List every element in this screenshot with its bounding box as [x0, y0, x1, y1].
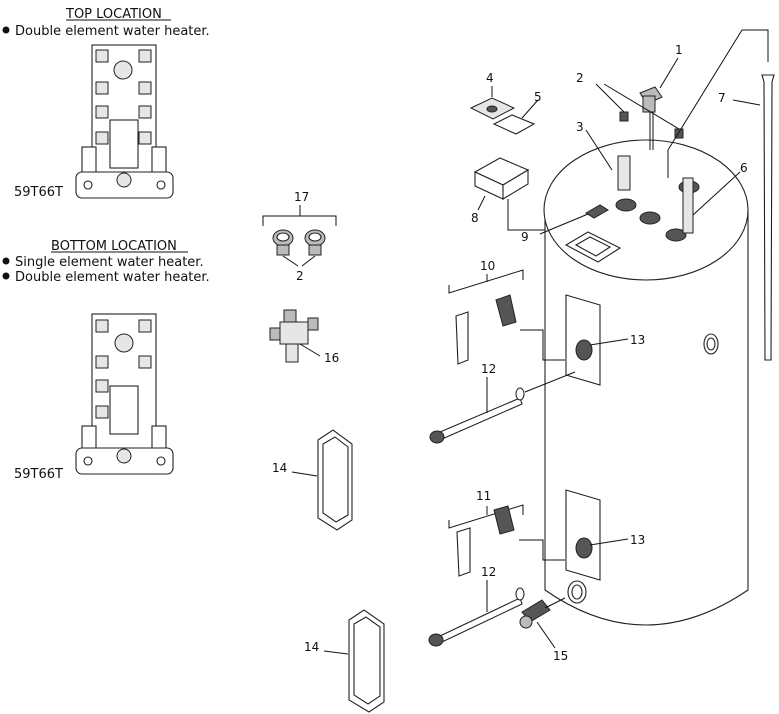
bottom-thermostat-model: 59T66T [14, 467, 63, 482]
callout-7: 7 [718, 91, 726, 105]
part-15-drain-valve: 15 [519, 597, 568, 663]
callout-10: 10 [480, 259, 495, 273]
callout-15: 15 [553, 649, 568, 663]
bullet-icon [2, 257, 10, 265]
part-10-upper-thermostat-assembly: 10 [448, 259, 565, 365]
callout-8: 8 [471, 211, 479, 225]
bottom-location-heading: BOTTOM LOCATION [51, 239, 177, 254]
callout-2-top: 2 [576, 71, 584, 85]
part-14-upper-access-cover: 14 [272, 429, 353, 531]
part-17-heat-traps: 17 2 [262, 190, 337, 283]
part-7-anode-rod: 7 [667, 29, 775, 361]
callout-5: 5 [534, 90, 542, 104]
top-location-legend: TOP LOCATION Double element water heater… [2, 7, 210, 200]
callout-12-upper: 12 [481, 362, 496, 376]
part-2-heat-trap-nipples: 2 [576, 71, 684, 139]
callout-1: 1 [675, 43, 683, 57]
bottom-location-legend: BOTTOM LOCATION Single element water hea… [2, 239, 210, 482]
part-16-tp-fitting: 16 [269, 309, 339, 365]
bottom-location-bullet-2: Double element water heater. [15, 270, 210, 285]
callout-17-2: 2 [296, 269, 304, 283]
part-5-cover-plate: 5 [492, 90, 542, 135]
top-thermostat-model: 59T66T [14, 185, 63, 200]
callout-16: 16 [324, 351, 339, 365]
callout-6: 6 [740, 161, 748, 175]
part-8-junction-box: 8 [471, 157, 545, 231]
top-location-bullet: Double element water heater. [15, 24, 210, 39]
top-location-heading: TOP LOCATION [65, 7, 162, 22]
part-1-valve: 1 [639, 43, 683, 150]
callout-14-upper: 14 [272, 461, 287, 475]
part-14-lower-access-cover: 14 [304, 609, 385, 713]
part-6-pipe: 6 [682, 161, 748, 234]
callout-11: 11 [476, 489, 491, 503]
part-11-lower-thermostat-assembly: 11 [448, 489, 565, 577]
callout-14-lower: 14 [304, 640, 319, 654]
callout-17: 17 [294, 190, 309, 204]
callout-4: 4 [486, 71, 494, 85]
part-3-dip-tube: 3 [576, 120, 631, 191]
part-12-upper-heating-element: 12 [429, 362, 576, 444]
part-9-terminal-block: 9 [521, 204, 609, 244]
water-heater-tank [543, 139, 749, 626]
part-4-gasket: 4 [469, 71, 516, 120]
bottom-location-bullet-1: Single element water heater. [15, 255, 204, 270]
callout-9: 9 [521, 230, 529, 244]
callout-13-lower: 13 [630, 533, 645, 547]
bullet-icon [2, 26, 10, 34]
callout-3: 3 [576, 120, 584, 134]
callout-12-lower: 12 [481, 565, 496, 579]
upper-thermostat-59t66t [75, 44, 174, 199]
part-12-lower-heating-element: 12 [428, 565, 525, 647]
lower-thermostat-59t66t [75, 313, 174, 475]
callout-13-upper: 13 [630, 333, 645, 347]
bullet-icon [2, 272, 10, 280]
